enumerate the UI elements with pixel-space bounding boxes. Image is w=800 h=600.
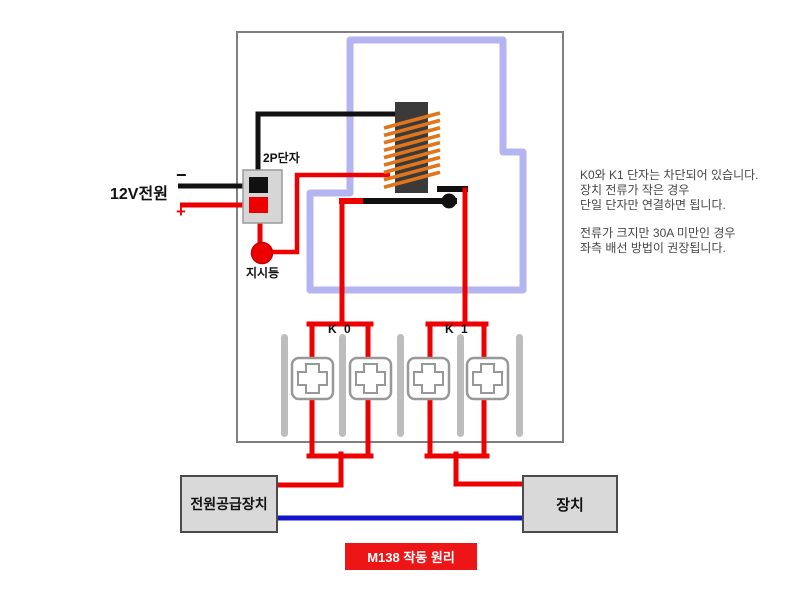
terminal-strip-bars [281,334,523,437]
terminal-connector-icon [290,356,335,401]
k0-terminal-label: K 0 [328,322,353,336]
armature-red-lead [339,198,365,204]
relay-coil-icon [383,102,441,193]
coil-windings [383,111,441,189]
note-line: 좌측 배선 방법이 권장됩니다. [580,241,726,255]
terminal-connector-icon [406,356,451,401]
device-box-label: 장치 [556,496,584,514]
caption-badge: M138 작동 원리 [345,543,477,570]
lamp-to-coil-wire [272,172,390,255]
terminal-positive-pad [249,197,268,213]
armature-bar [363,198,457,204]
note-line: K0와 K1 단자는 차단되어 있습니다. [580,168,759,182]
terminal-connector-icon [348,356,393,401]
indicator-lamp-label: 지시등 [246,266,280,280]
terminal-negative-pad [249,177,268,193]
power-source-label: 12V전원 [110,186,168,203]
minus-polarity-label: − [176,165,187,185]
coil-top-wire [255,111,398,182]
note-line: 장치 전류가 작은 경우 [580,183,690,197]
alternate-wiring-path [306,36,527,294]
note-paragraph-gap [580,213,795,226]
power-supply-box: 전원공급장치 [180,475,278,533]
terminal-block-2p [242,169,283,224]
note-line: 단일 단자만 연결하면 됩니다. [580,198,726,212]
terminal-connector-icon [465,356,510,401]
screw-terminal-connectors [290,356,510,401]
terminal-2p-label: 2P단자 [263,151,300,165]
annotation-note: K0와 K1 단자는 차단되어 있습니다. 장치 전류가 작은 경우 단일 단자… [580,168,795,256]
device-box: 장치 [522,475,618,533]
k1-terminal-label: K 1 [445,322,470,336]
plus-polarity-label: + [176,202,186,221]
indicator-lamp-icon [250,241,274,265]
k1-to-device-wire [453,451,523,487]
fixed-contact-bar [437,186,468,192]
power-supply-box-label: 전원공급장치 [190,496,268,512]
note-line: 전류가 크지만 30A 미만인 경우 [580,226,736,240]
relay-contact-icon [339,186,468,209]
k0-to-psu-wire [274,451,344,488]
